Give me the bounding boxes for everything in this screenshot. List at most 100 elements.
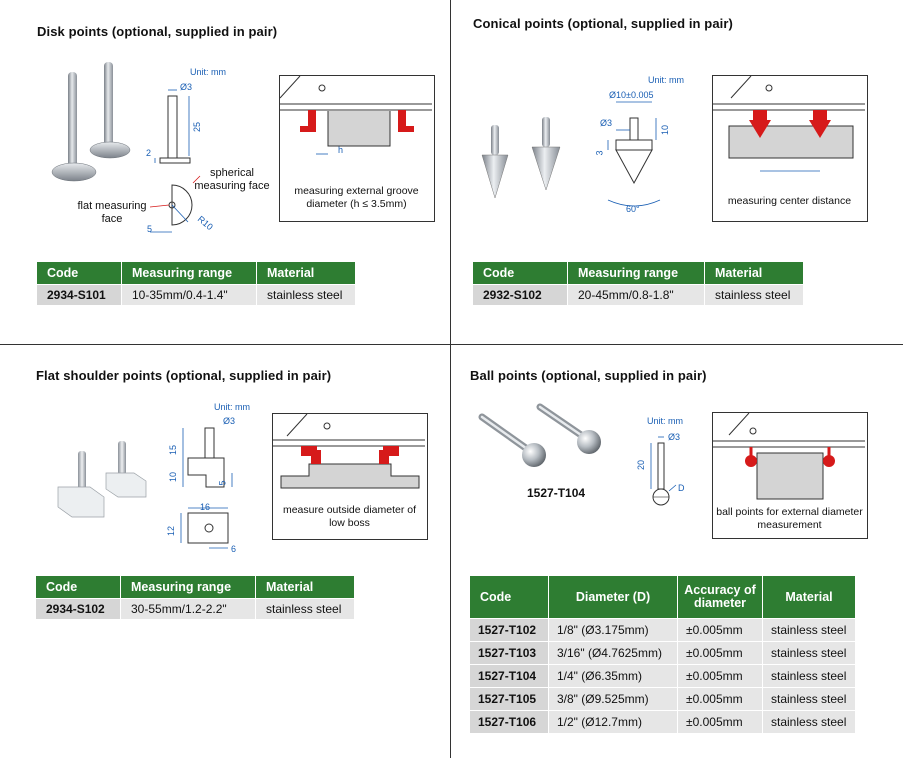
conical-caption: measuring center distance (727, 195, 852, 207)
conical-dim-d: Ø3 (600, 118, 613, 128)
ball-dim-d: Ø3 (668, 432, 681, 442)
cell-material: stainless steel (762, 641, 856, 665)
cell-code: 1527-T104 (470, 664, 549, 688)
disk-drawing-plate (159, 157, 191, 164)
disk-dim-d: Ø3 (180, 82, 193, 92)
cell-accuracy: ±0.005mm (677, 687, 763, 711)
conical-dim-angle: 60° (626, 204, 640, 214)
header-code: Code (37, 262, 122, 285)
cell-material: stainless steel (762, 687, 856, 711)
flat-dim-e: 6 (231, 544, 237, 554)
disk-illustration (51, 62, 201, 233)
conical-application-diagram (713, 75, 865, 172)
flat-title: Flat shoulder points (optional, supplied… (36, 368, 332, 383)
flat-dim-d: Ø3 (223, 416, 236, 426)
header-material: Material (256, 262, 356, 285)
disk-pin-2 (104, 62, 113, 150)
conical-illustration (481, 101, 661, 207)
header-range: Measuring range (121, 262, 257, 285)
flat-dim-h: 12 (166, 525, 177, 537)
disk-caption: measuring external groove diameter (h ≤ … (294, 185, 419, 210)
header-material: Material (704, 262, 804, 285)
disk-title: Disk points (optional, supplied in pair) (37, 24, 278, 39)
table-row: 1527-T106 1/2" (Ø12.7mm) ±0.005mm stainl… (470, 710, 856, 733)
cell-code: 1527-T102 (470, 618, 549, 642)
table-header-row: Code Diameter (D) Accuracy of diameter M… (470, 576, 856, 619)
header-accuracy: Accuracy of diameter (677, 576, 763, 619)
cell-range: 20-45mm/0.8-1.8" (567, 284, 705, 305)
flat-application-box (272, 413, 428, 540)
disk-label-flat: flat measuring face (77, 200, 147, 225)
disk-pin-1 (68, 72, 77, 172)
ball-point-2 (577, 430, 601, 454)
header-code: Code (470, 576, 549, 619)
vertical-divider (450, 0, 451, 758)
ball-dim-len: 20 (636, 459, 647, 471)
cell-diameter: 1/2" (Ø12.7mm) (548, 710, 678, 733)
ball-caption: ball points for external diameter measur… (716, 506, 863, 531)
ball-point-1 (522, 443, 546, 467)
table-row: 1527-T105 3/8" (Ø9.525mm) ±0.005mm stain… (470, 687, 856, 711)
cell-material: stainless steel (704, 284, 804, 305)
ball-application-diagram (713, 412, 865, 500)
flat-dim-c: 5 (217, 480, 228, 486)
flat-unit: Unit: mm (214, 402, 250, 412)
conical-dim-len: 10 (660, 124, 671, 136)
cell-range: 10-35mm/0.4-1.4" (121, 284, 257, 305)
table-header-row: Code Measuring range Material (36, 576, 355, 599)
disk-profile (171, 184, 193, 226)
conical-application-box (712, 75, 868, 222)
header-code: Code (473, 262, 568, 285)
cell-accuracy: ±0.005mm (677, 664, 763, 688)
flat-application-diagram (273, 413, 425, 489)
cell-accuracy: ±0.005mm (677, 710, 763, 733)
table-row: 2932-S102 20-45mm/0.8-1.8" stainless ste… (473, 284, 804, 305)
cone-point-1 (481, 154, 509, 199)
table-row: 1527-T102 1/8" (Ø3.175mm) ±0.005mm stain… (470, 618, 856, 642)
conical-dim-h: 3 (594, 150, 605, 156)
cell-diameter: 1/8" (Ø3.175mm) (548, 618, 678, 642)
conical-unit: Unit: mm (648, 75, 684, 85)
table-row: 1527-T103 3/16" (Ø4.7625mm) ±0.005mm sta… (470, 641, 856, 665)
cell-code: 1527-T106 (470, 710, 549, 733)
disk-drawing-pin (167, 95, 178, 159)
conical-title: Conical points (optional, supplied in pa… (473, 16, 733, 31)
disk-dim-h: h (338, 145, 344, 155)
ball-illustration (478, 403, 677, 506)
cell-diameter: 1/4" (Ø6.35mm) (548, 664, 678, 688)
flat-point-1 (57, 486, 105, 518)
cell-material: stainless steel (762, 618, 856, 642)
flat-dim-a: 15 (168, 444, 179, 456)
cell-material: stainless steel (762, 664, 856, 688)
disk-unit: Unit: mm (190, 67, 226, 77)
ball-application-box (712, 412, 868, 539)
flat-table: Code Measuring range Material 2934-S102 … (36, 576, 355, 619)
cell-material: stainless steel (255, 598, 355, 619)
cell-material: stainless steel (762, 710, 856, 733)
horizontal-divider (0, 344, 903, 345)
cell-code: 2932-S102 (473, 284, 568, 305)
ball-table: Code Diameter (D) Accuracy of diameter M… (470, 576, 856, 733)
disk-application-diagram (279, 75, 432, 155)
flat-point-2 (105, 472, 147, 498)
disk-plate-1 (51, 162, 97, 182)
disk-dim-len: 25 (192, 121, 203, 133)
cell-diameter: 3/8" (Ø9.525mm) (548, 687, 678, 711)
disk-dim-w: 5 (147, 224, 153, 234)
table-row: 2934-S101 10-35mm/0.4-1.4" stainless ste… (37, 284, 356, 305)
ball-dim-D: D (678, 483, 685, 493)
flat-caption: measure outside diameter of low boss (282, 504, 417, 529)
ball-model-label: 1527-T104 (527, 486, 586, 500)
header-range: Measuring range (120, 576, 256, 599)
disk-label-spherical: spherical measuring face (194, 167, 270, 192)
cell-code: 2934-S102 (36, 598, 121, 619)
disk-table: Code Measuring range Material 2934-S101 … (37, 262, 356, 305)
table-header-row: Code Measuring range Material (473, 262, 804, 285)
flat-dim-b: 10 (168, 471, 179, 483)
header-code: Code (36, 576, 121, 599)
cone-point-2 (531, 146, 561, 191)
disk-application-box (279, 75, 435, 222)
cell-diameter: 3/16" (Ø4.7625mm) (548, 641, 678, 665)
header-diameter: Diameter (D) (548, 576, 678, 619)
conical-table: Code Measuring range Material 2932-S102 … (473, 262, 804, 305)
